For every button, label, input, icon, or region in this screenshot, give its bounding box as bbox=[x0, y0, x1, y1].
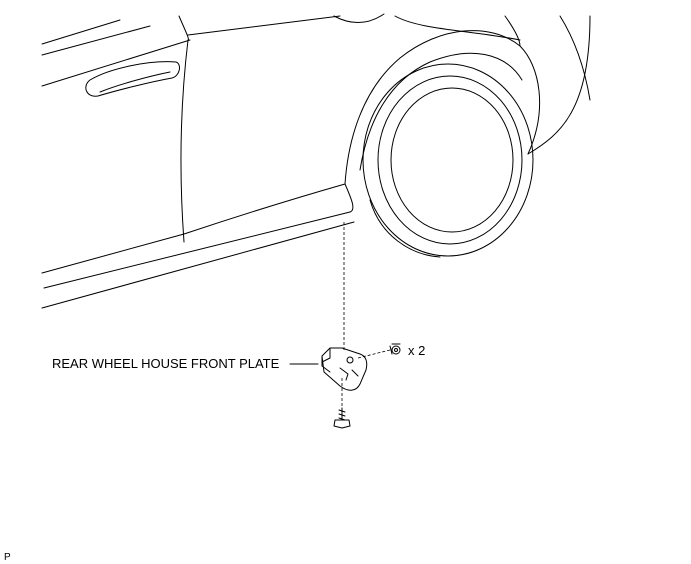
rear-quarter-edge bbox=[504, 15, 521, 47]
quarter-panel-curve bbox=[394, 15, 521, 41]
rear-lamp-edge bbox=[559, 15, 591, 101]
rear-tire bbox=[362, 63, 534, 258]
wheel-arch bbox=[344, 15, 591, 185]
door-rear-edge bbox=[180, 39, 189, 243]
rocker-line-1 bbox=[41, 183, 346, 274]
rocker-line-3 bbox=[41, 221, 355, 309]
rocker-line-2 bbox=[43, 211, 351, 289]
vehicle-body-outline bbox=[41, 13, 385, 309]
rocker-bottom-fold bbox=[344, 183, 354, 213]
door-handle bbox=[85, 61, 180, 97]
quarter-panel-top-line bbox=[187, 15, 341, 36]
screw bbox=[333, 407, 351, 429]
window-trim-line-upper bbox=[41, 19, 121, 45]
wheel-arch-outer bbox=[344, 30, 541, 185]
tire-sidewall bbox=[377, 75, 523, 245]
rear-bumper-edge bbox=[527, 15, 591, 155]
assembly-guide-line-clip bbox=[357, 349, 391, 359]
belt-line bbox=[41, 39, 191, 87]
wheel-arch-inner bbox=[359, 52, 523, 171]
corner-mark: P bbox=[4, 552, 11, 563]
part-name-label: REAR WHEEL HOUSE FRONT PLATE bbox=[52, 356, 280, 371]
wheel-rim bbox=[390, 87, 514, 233]
tire-tread-edge bbox=[369, 199, 441, 258]
fuel-lid-edge bbox=[333, 13, 385, 23]
rear-wheel-house-front-plate bbox=[321, 347, 368, 391]
tire-outer bbox=[362, 63, 534, 257]
clip-icon bbox=[389, 343, 401, 355]
clip-quantity-label: x 2 bbox=[408, 343, 425, 358]
door-rear-edge-inner bbox=[178, 15, 189, 41]
window-trim-line-lower bbox=[41, 25, 151, 56]
